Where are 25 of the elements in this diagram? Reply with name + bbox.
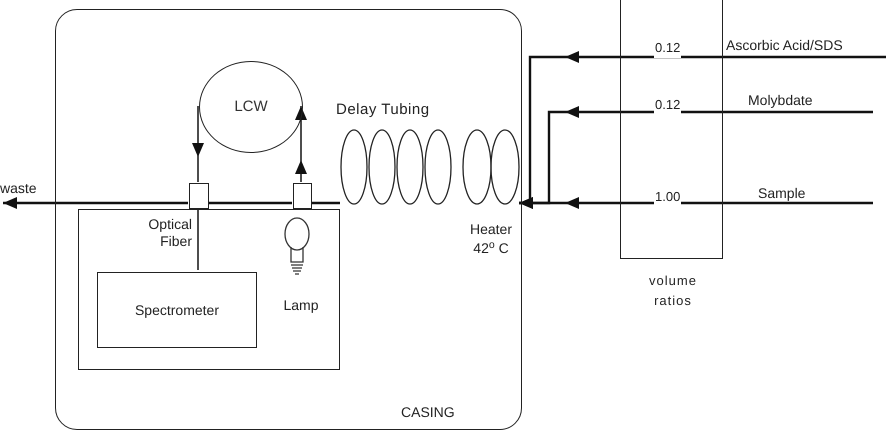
arrow bbox=[295, 106, 307, 182]
edge-label: Optical Fiber bbox=[147, 216, 192, 250]
lamp-label: Lamp bbox=[282, 296, 320, 315]
heater-label: Heater 42$^{o}$ C bbox=[468, 220, 514, 258]
edge-label: Sample bbox=[758, 185, 806, 202]
connector-line bbox=[311, 202, 340, 204]
flow-cell bbox=[189, 183, 209, 209]
edge-label: Ascorbic Acid/SDS bbox=[726, 37, 843, 54]
box-label: Spectrometer bbox=[134, 300, 220, 320]
arrow bbox=[519, 197, 873, 209]
edge-label: Molybdate bbox=[748, 92, 813, 109]
flow-cell bbox=[293, 183, 312, 209]
ratio-caption: volume ratios bbox=[648, 272, 698, 310]
spectrometer-box bbox=[97, 272, 257, 348]
arrow bbox=[3, 197, 188, 209]
edge-label: waste bbox=[0, 180, 37, 197]
casing-box bbox=[55, 9, 522, 430]
circle-label: LCW bbox=[234, 96, 268, 117]
lcw-circle bbox=[199, 61, 303, 153]
instrument-box bbox=[78, 209, 340, 370]
connector-line bbox=[208, 202, 292, 204]
arrow bbox=[192, 106, 204, 182]
connector-line bbox=[197, 208, 199, 270]
coil-label: Delay Tubing bbox=[336, 100, 430, 120]
casing-label: CASING bbox=[401, 403, 455, 422]
